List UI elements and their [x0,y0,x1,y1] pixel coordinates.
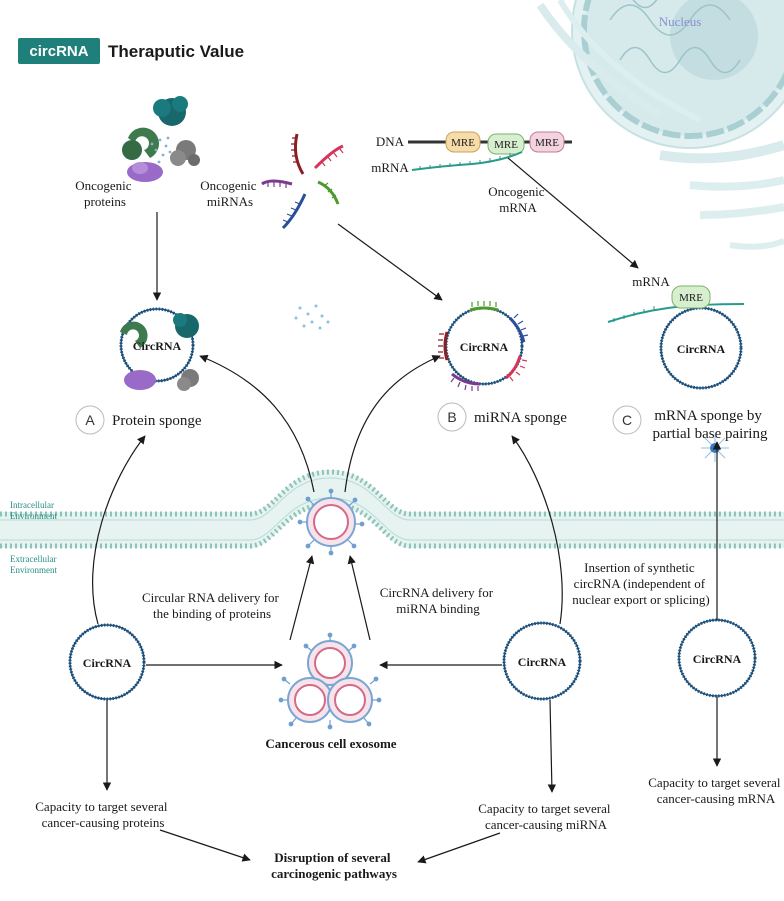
bottom-circrna-left-label: CircRNA [83,656,132,670]
delivery-synthetic-label: Insertion of synthetic circRNA (independ… [572,560,710,607]
mirna-sponge-circle: CircRNA [438,301,529,391]
mechanism-c-label-group: C mRNA sponge by partial base pairing [612,405,768,442]
protein-sponge-circle-label: CircRNA [133,339,182,353]
exosome-label: Cancerous cell exosome [265,736,396,751]
mechanism-b-label-group: B miRNA sponge [437,402,567,432]
delivery-proteins-label: Circular RNA delivery for the binding of… [142,590,282,621]
arrow-exosome-to-protein-sponge [199,354,315,493]
mrna-sponge-mrna-label: mRNA [632,274,670,289]
particles-graphic [294,304,330,330]
header: circRNA Theraputic Value [18,38,244,64]
mechanism-c-badge [612,405,642,435]
capacity-mirna-label: Capacity to target several cancer-causin… [478,801,613,832]
oncogenic-proteins-graphic [122,96,200,182]
arrows [92,157,722,864]
capacity-proteins-label: Capacity to target several cancer-causin… [35,799,170,830]
extracellular-label: Extracellular Environment [10,554,59,575]
header-badge [18,38,100,64]
bottom-circrna-middle: CircRNA [502,621,582,701]
mre-label-3: MRE [535,137,559,149]
mrna-sponge-mre-label: MRE [679,292,703,304]
disruption-label: Disruption of several carcinogenic pathw… [271,850,397,881]
mre-box-1 [445,131,481,153]
mechanism-c-letter: C [622,412,632,428]
capacity-mrna-label: Capacity to target several cancer-causin… [648,775,783,806]
mechanism-b-letter: B [447,409,456,425]
virus-icon [701,434,729,462]
intracellular-label: Intracellular Environment [10,500,57,521]
arrow-middle-circ-to-capacity [547,699,557,793]
bottom-circrna-middle-label: CircRNA [518,655,567,669]
mechanism-a-label-group: A Protein sponge [75,405,202,435]
arrow-left-circ-to-a [92,435,146,625]
dna-label: DNA [376,134,405,149]
mrna-sponge-circle-label: CircRNA [677,342,726,356]
mre-box-2 [487,133,525,155]
arrow-mirnas-to-sponge [337,223,443,301]
nucleus-label: Nucleus [659,14,702,29]
oncogenic-mirnas-label: Oncogenic miRNAs [200,178,260,209]
mechanism-b-badge [437,402,467,432]
mechanism-a-badge [75,405,105,435]
mechanism-b-label: miRNA sponge [474,410,567,426]
nucleus-graphic: Nucleus [536,0,784,250]
mre-label-1: MRE [451,137,475,149]
header-badge-text: circRNA [29,43,88,60]
mechanism-c-label: mRNA sponge by partial base pairing [653,408,768,442]
cancerous-exosome-graphic [278,632,382,730]
bottom-circrna-left: CircRNA [68,623,146,701]
mre-box-3 [529,131,565,153]
arrow-mirna-capacity-to-disruption [417,832,501,864]
delivery-mirna-label: CircRNA delivery for miRNA binding [380,585,497,616]
cell-membrane [0,469,784,549]
bottom-circrna-right: CircRNA [677,618,757,698]
membrane-exosome [297,488,365,556]
bottom-circrna-right-label: CircRNA [693,652,742,666]
arrow-middle-circ-to-b [511,435,563,625]
arrow-mrna-to-sponge [507,157,639,269]
mrna-sponge-circle: MRE mRNA CircRNA [607,274,745,390]
arrow-proteins-capacity-to-disruption [159,829,251,862]
mechanism-a-label: Protein sponge [112,413,202,429]
mirna-sponge-circle-label: CircRNA [460,340,509,354]
mre-label-2: MRE [494,139,518,151]
arrow-exosome-to-membrane-right [347,555,371,641]
arrow-exosome-to-membrane-left [289,555,315,641]
dna-mrna-graphic: DNA MRE MRE MRE mRNA [371,131,572,175]
oncogenic-proteins-label: Oncogenic proteins [75,178,135,209]
mrna-sponge-mre-box [671,285,711,309]
mrna-source-label: mRNA [371,160,409,175]
oncogenic-mirnas-graphic [261,133,344,230]
protein-sponge-circle: CircRNA [119,307,199,391]
arrow-exosome-to-mirna-sponge [344,355,441,493]
page-title: Theraputic Value [108,42,244,61]
mechanism-a-letter: A [85,412,95,428]
oncogenic-mrna-label: Oncogenic mRNA [488,184,548,215]
